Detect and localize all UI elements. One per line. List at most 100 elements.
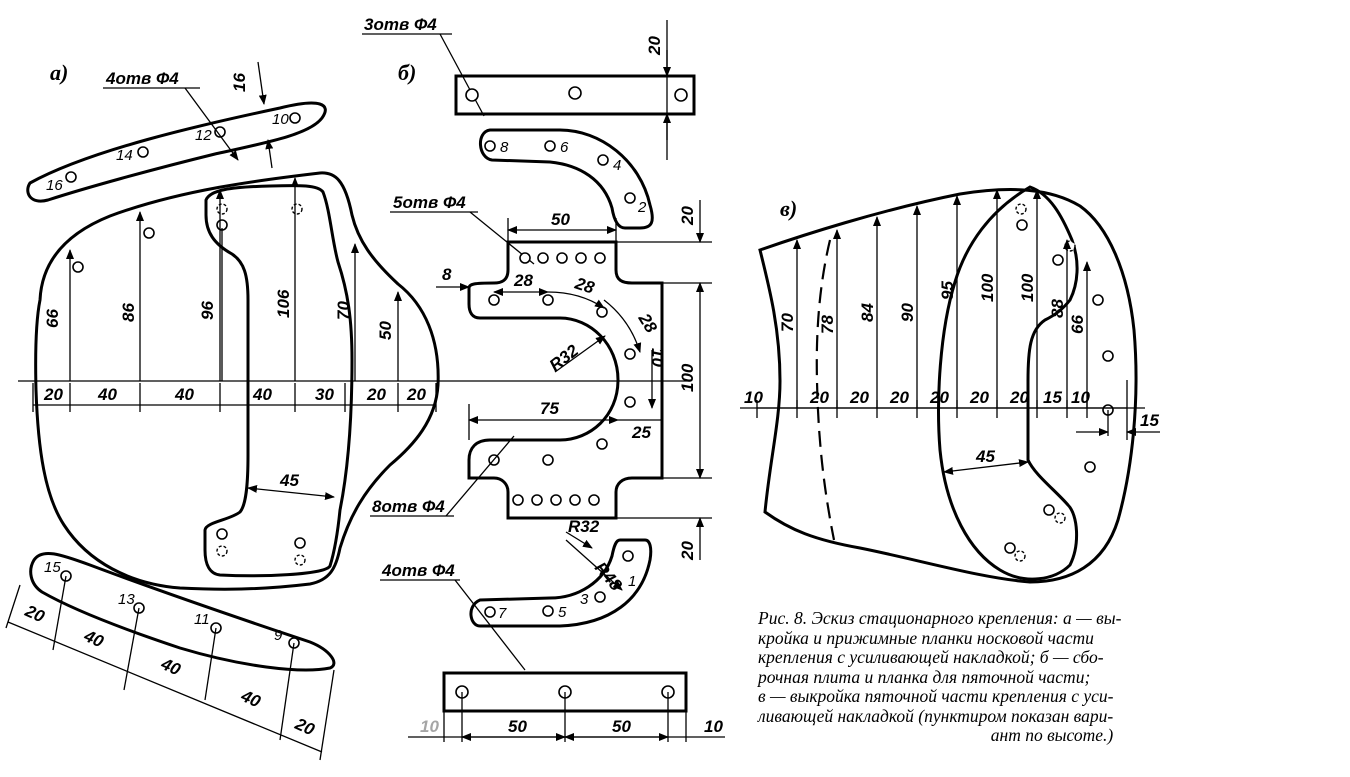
reinforcement-v [937,185,1079,581]
dim-plate-width: 50 [551,210,570,229]
hole [542,294,554,306]
dim-baseline: 20 [366,385,386,404]
hole-callout: 4отв Ф4 [381,561,455,580]
caption-line: рочная плита и планка для пяточной части… [758,666,1091,687]
bottom-arc-piece [469,538,653,628]
caption-line: в — выкройка пяточной части крепления с … [758,686,1114,706]
alt-height-dashed [815,239,836,541]
callout-leader [445,435,515,517]
hole [1043,504,1055,516]
hole-callout: 8отв Ф4 [372,497,445,516]
hole [624,396,636,408]
figure-caption: Рис. 8. Эскиз стационарного крепления: а… [758,608,1346,746]
hole-number: 12 [195,127,212,144]
dim-baseline: 40 [174,385,194,404]
hole [575,252,587,264]
hole-8 [484,140,496,152]
hole-number: 1 [628,573,636,590]
dim-plate: 28 [572,273,597,297]
hole [624,348,636,360]
dim-width: 45 [279,471,299,490]
dim-plate: 28 [634,309,661,336]
dim-bar: 50 [508,717,527,736]
reinforcement-a [203,184,354,578]
hole-number: 9 [274,627,283,644]
hole [72,261,84,273]
dim-width: 45 [975,447,995,466]
top-strap-a [26,101,327,203]
hole-number: 7 [498,605,507,622]
hole [588,494,600,506]
dim-height: 66 [1068,315,1087,334]
caption-line: ливающей накладкой (пунктиром показан ва… [758,705,1114,726]
dim-baseline: 10 [744,388,763,407]
hole [143,227,155,239]
hole-3 [594,591,606,603]
hole [537,252,549,264]
dim-bar-height: 20 [645,36,664,56]
hole [596,438,608,450]
top-arc-piece [479,128,654,230]
dim-baseline: 20 [929,388,949,407]
hole-4 [597,154,609,166]
dim-height: 90 [898,303,917,322]
dim-ticks [443,692,687,742]
caption-line: Рис. 8. Эскиз стационарного крепления: а… [758,608,1122,628]
hole-number: 13 [118,591,135,608]
callout-leader [184,87,239,161]
dim-16: 16 [230,73,249,92]
dim-height: 96 [198,301,217,320]
dim-plate: 28 [513,271,533,290]
dim-radius: R32 [568,517,600,536]
hole [542,454,554,466]
callout-leader [454,579,526,671]
dim-strip: 20 [21,601,47,627]
dimension-line [7,621,323,753]
caption-line: кройка и прижимные планки носковой части [758,627,1094,648]
hole-number: 14 [116,147,133,164]
hole-number: 16 [46,177,63,194]
hole [556,252,568,264]
hole [291,203,303,215]
hole [1054,512,1066,524]
dim-strip: 20 [291,714,317,740]
hole-number: 15 [44,559,61,576]
radius-line [554,335,606,373]
radius-line [565,539,623,591]
dim-strip: 40 [237,686,263,712]
hole [594,252,606,264]
hole-7 [484,606,496,618]
hole-2 [624,192,636,204]
dimension-line [943,459,1029,475]
section-v: в) 70 78 84 90 95 100 100 88 [740,185,1160,584]
dim-baseline: 20 [889,388,909,407]
hole-callout: 3отв Ф4 [364,15,437,34]
dim-strip: 40 [157,654,183,680]
dim-baseline: 20 [406,385,426,404]
top-bar [454,74,696,116]
dim-height-clipped: 66 [43,309,62,328]
section-b-label: б) [398,60,416,85]
hole [674,88,688,102]
hole [1016,219,1028,231]
radius-line [565,531,593,549]
hole [294,554,306,566]
hole [465,88,479,102]
dim-baseline: 40 [252,385,272,404]
bottom-strap-a [29,552,336,672]
dim-ticks [5,575,335,761]
dim-baseline: 10 [1071,388,1090,407]
hole [596,306,608,318]
hole [512,494,524,506]
hole [1014,550,1026,562]
assembly-plate [467,240,664,520]
dim-height: 95 [938,281,957,300]
dimension-arc [603,299,642,353]
pattern-outline-a [34,171,440,591]
hole-number: 6 [560,139,569,156]
dim-baseline: 30 [315,385,334,404]
dim-plate: 20 [678,206,697,226]
dim-plate: 25 [631,423,651,442]
hole-6 [544,140,556,152]
dim-height: 100 [1018,273,1037,302]
